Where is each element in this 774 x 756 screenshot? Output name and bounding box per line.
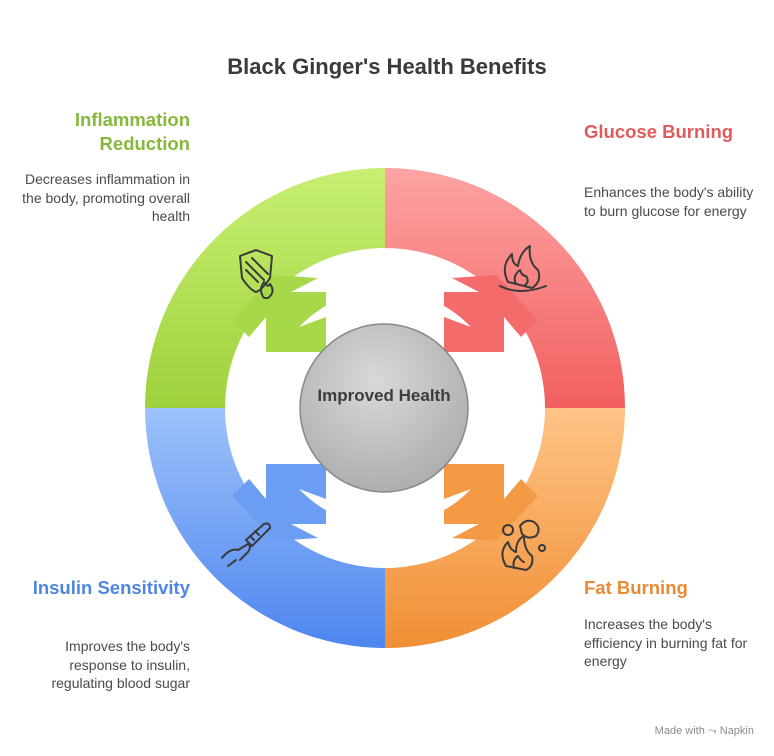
center-label: Improved Health bbox=[317, 386, 451, 405]
glucose-description: Enhances the body's ability to burn gluc… bbox=[584, 184, 754, 219]
napkin-brand: Napkin bbox=[719, 725, 754, 737]
diagram-title: Black Ginger's Health Benefits bbox=[227, 54, 547, 79]
inflammation-title: Inflammation Reduction bbox=[74, 109, 190, 154]
arrow-head-fat bbox=[444, 464, 504, 499]
fat-description: Increases the body's efficiency in burni… bbox=[584, 616, 748, 669]
napkin-logo-icon: ⤳ bbox=[707, 725, 717, 737]
insulin-description: Improves the body's response to insulin,… bbox=[51, 638, 190, 691]
flame-icon bbox=[499, 245, 547, 292]
center-circle bbox=[299, 323, 469, 493]
glucose-title: Glucose Burning bbox=[584, 121, 734, 142]
shield-fire-icon bbox=[239, 249, 274, 299]
fat-title: Fat Burning bbox=[584, 577, 688, 598]
arrow-head-glucose bbox=[444, 317, 504, 352]
fat-bubbles-flame-icon bbox=[501, 519, 546, 571]
arrow-head-inflammation bbox=[266, 317, 326, 352]
arrow-head-insulin bbox=[266, 464, 326, 499]
made-with-label: Made with bbox=[654, 725, 705, 737]
inflammation-description: Decreases inflammation in the body, prom… bbox=[22, 171, 190, 224]
footer-credit[interactable]: Made with ⤳ Napkin bbox=[655, 725, 754, 738]
thermometer-hand-icon bbox=[221, 522, 271, 567]
insulin-title: Insulin Sensitivity bbox=[32, 577, 190, 598]
